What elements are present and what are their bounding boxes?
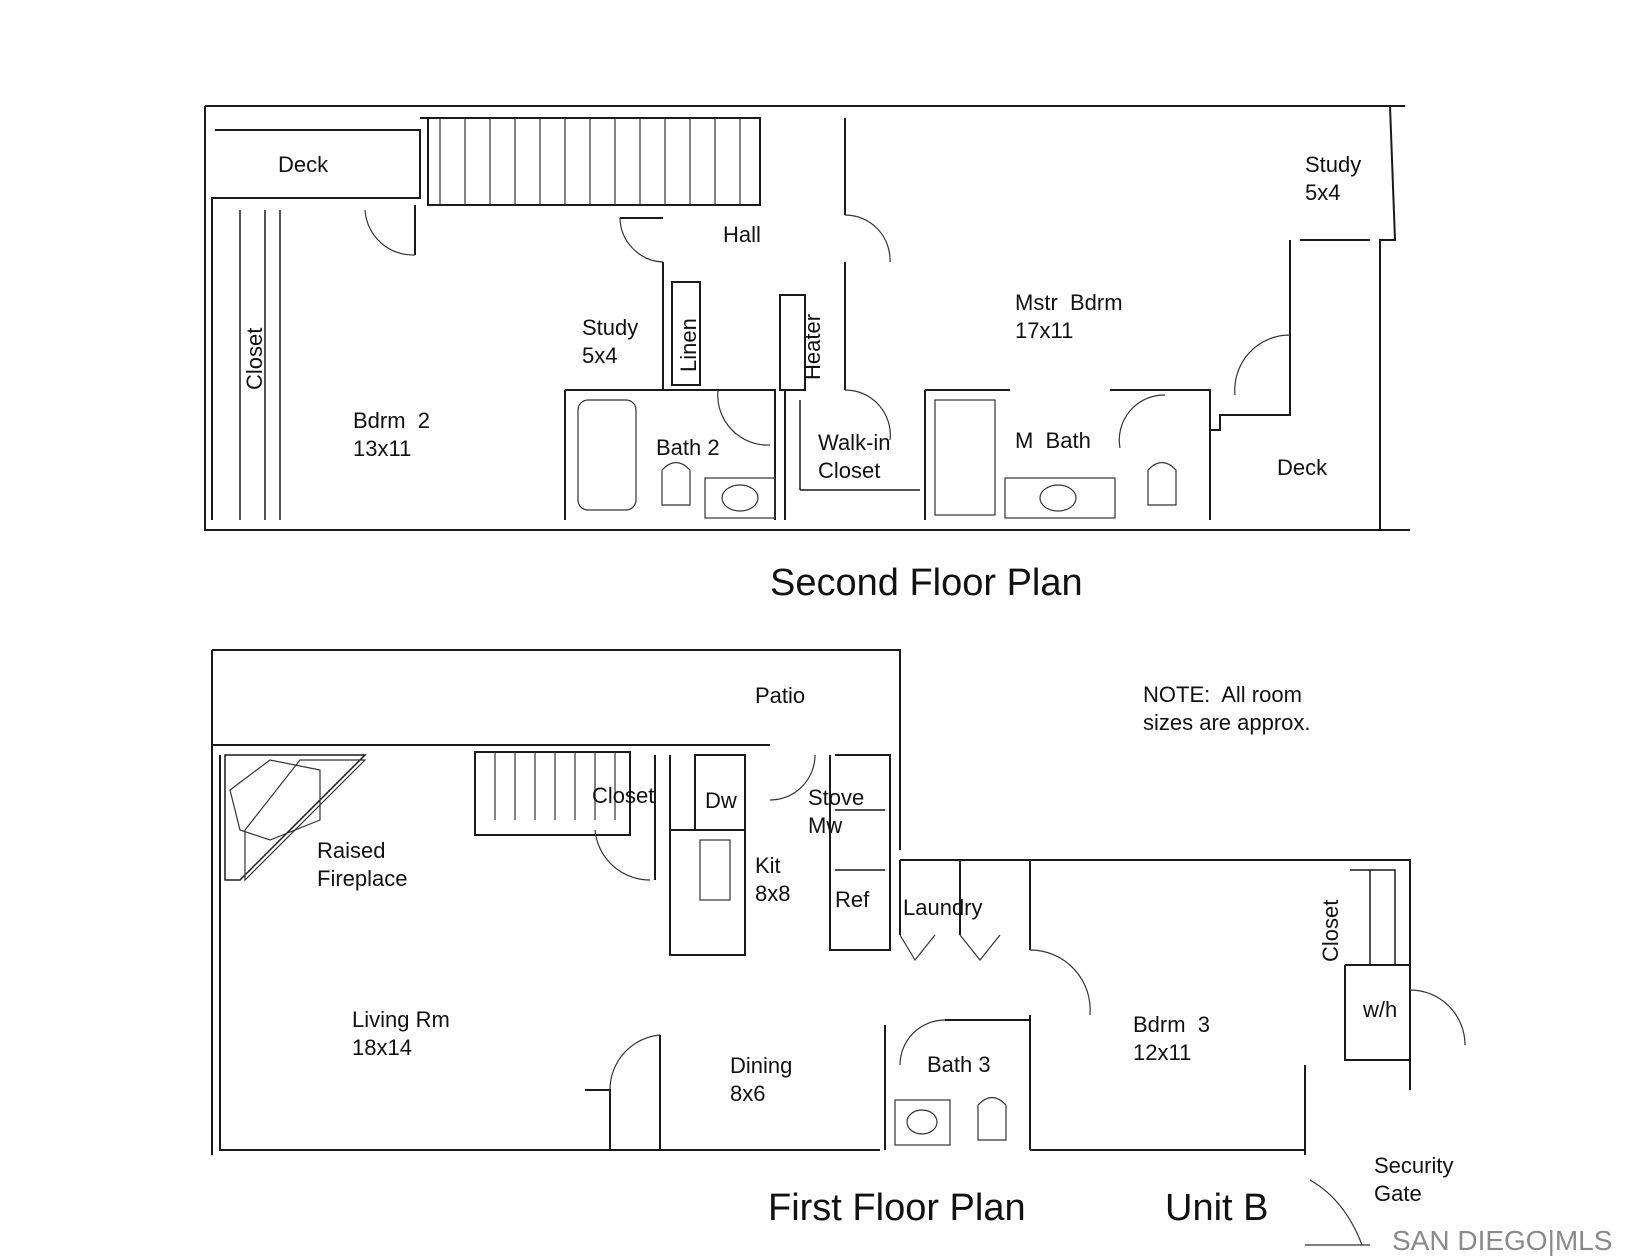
label-hall: Hall [723, 222, 761, 247]
label-security-line2: Gate [1374, 1181, 1422, 1206]
label-wh: w/h [1362, 997, 1397, 1022]
second-floor-walls [204, 105, 1410, 531]
label-walkin-line1: Walk-in [818, 430, 891, 455]
label-walkin-line2: Closet [818, 458, 880, 483]
mls-watermark: SAN DIEGO|MLS [1392, 1225, 1612, 1256]
first-floor-walls [211, 649, 1466, 1246]
label-dw: Dw [705, 788, 737, 813]
label-mstr-bdrm-name: Mstr Bdrm [1015, 290, 1123, 315]
label-mbath: M Bath [1015, 428, 1091, 453]
label-security-line1: Security [1374, 1153, 1453, 1178]
label-raised: Raised [317, 838, 385, 863]
label-closet-right: Closet [1318, 900, 1343, 962]
unit-label: Unit B [1165, 1187, 1268, 1229]
label-laundry: Laundry [903, 895, 983, 920]
label-fireplace: Fireplace [317, 866, 407, 891]
label-bdrm3-name: Bdrm 3 [1133, 1012, 1210, 1037]
label-dining-name: Dining [730, 1053, 792, 1078]
label-bdrm3-size: 12x11 [1133, 1040, 1191, 1065]
second-floor-title: Second Floor Plan [770, 562, 1083, 604]
label-mw: Mw [808, 813, 842, 838]
label-study-mid-name: Study [582, 315, 638, 340]
label-kit-size: 8x8 [755, 881, 790, 906]
label-heater: Heater [800, 314, 825, 380]
first-floor-title: First Floor Plan [768, 1187, 1026, 1229]
label-mstr-bdrm-size: 17x11 [1015, 318, 1073, 343]
label-ref: Ref [835, 887, 870, 912]
label-kit-name: Kit [755, 853, 781, 878]
label-bdrm2-size: 13x11 [353, 436, 411, 461]
label-bath3: Bath 3 [927, 1052, 991, 1077]
label-patio: Patio [755, 683, 805, 708]
label-study-mid-size: 5x4 [582, 343, 617, 368]
label-dining-size: 8x6 [730, 1081, 765, 1106]
label-linen: Linen [676, 318, 701, 372]
label-study-right-size: 5x4 [1305, 180, 1340, 205]
label-stove: Stove [808, 785, 864, 810]
label-deck-right: Deck [1277, 455, 1328, 480]
note-line2: sizes are approx. [1143, 710, 1311, 735]
label-closet: Closet [592, 783, 654, 808]
label-living-name: Living Rm [352, 1007, 450, 1032]
label-bdrm2-name: Bdrm 2 [353, 408, 430, 433]
label-bath2: Bath 2 [656, 435, 720, 460]
label-deck-left: Deck [278, 152, 329, 177]
note-line1: NOTE: All room [1143, 682, 1302, 707]
label-study-right-name: Study [1305, 152, 1361, 177]
label-living-size: 18x14 [352, 1035, 412, 1060]
label-closet-left: Closet [242, 328, 267, 390]
